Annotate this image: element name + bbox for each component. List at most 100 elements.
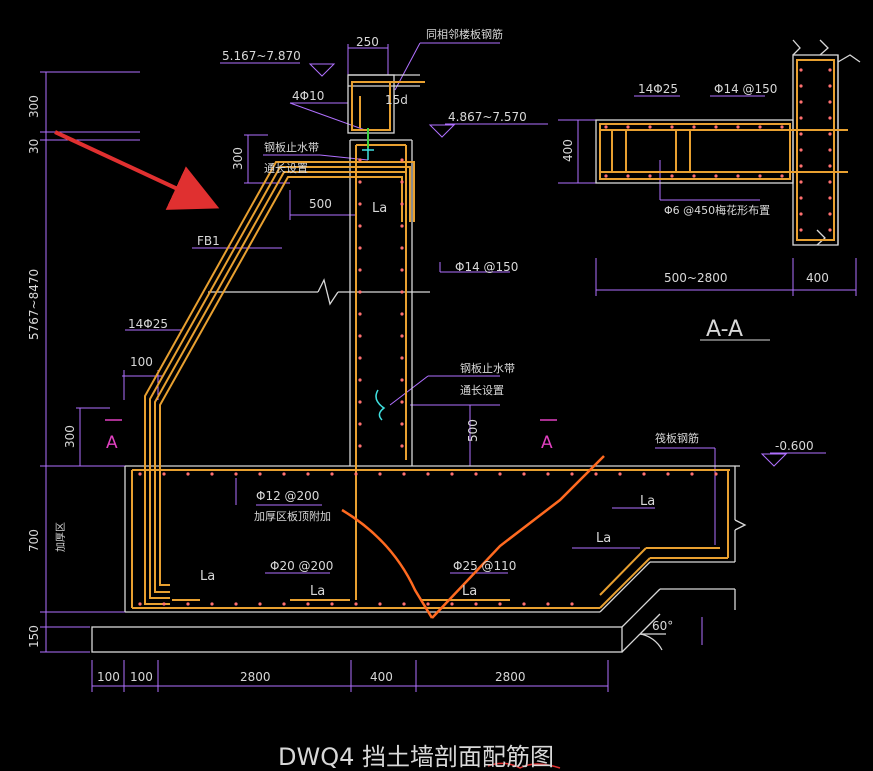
rebar-dot bbox=[642, 472, 646, 476]
waterstop bbox=[362, 140, 386, 421]
rebar-dot bbox=[400, 246, 404, 250]
text-layer: 同相邻楼板钢筋 5.167~7.870 250 4Φ10 15d 4.867~7… bbox=[27, 27, 829, 771]
rebar-dot bbox=[648, 125, 652, 129]
rebar-dot bbox=[714, 125, 718, 129]
rebar-dot bbox=[626, 125, 630, 129]
label-sec-a-left: A bbox=[106, 433, 118, 453]
rebar-dots bbox=[138, 68, 832, 606]
rebar-dot bbox=[400, 290, 404, 294]
rebar-dot bbox=[400, 268, 404, 272]
rebar-dot bbox=[799, 212, 803, 216]
rebar-dot bbox=[358, 400, 362, 404]
label-waterstop-note-2: 通长设置 bbox=[460, 384, 504, 397]
rebar-dot bbox=[690, 472, 694, 476]
label-la-b1: La bbox=[200, 569, 215, 584]
hdim-1: 100 bbox=[130, 670, 153, 684]
rebar-dot bbox=[626, 174, 630, 178]
vdim-300-3: 300 bbox=[63, 425, 77, 448]
rebar-dot bbox=[604, 174, 608, 178]
rebar-dot bbox=[670, 125, 674, 129]
rebar-dot bbox=[828, 148, 832, 152]
rebar-dot bbox=[828, 196, 832, 200]
section-dim-1: 400 bbox=[806, 271, 829, 285]
rebar-dot bbox=[426, 472, 430, 476]
vdim-700: 700 bbox=[27, 529, 41, 552]
rebar-dot bbox=[799, 228, 803, 232]
rebar-dot bbox=[378, 602, 382, 606]
rebar-dot bbox=[400, 378, 404, 382]
concrete-outline bbox=[91, 39, 861, 653]
vdim-150: 150 bbox=[27, 625, 41, 648]
label-la-b3: La bbox=[462, 584, 477, 599]
rebar-dot bbox=[330, 472, 334, 476]
rebar-dot bbox=[546, 472, 550, 476]
rebar-dot bbox=[358, 356, 362, 360]
hdim-0: 100 bbox=[97, 670, 120, 684]
rebar-dot bbox=[522, 472, 526, 476]
rebar-dot bbox=[828, 68, 832, 72]
rebar-dot bbox=[498, 602, 502, 606]
rebar-dot bbox=[400, 444, 404, 448]
rebar-dot bbox=[186, 602, 190, 606]
rebar-dot bbox=[400, 312, 404, 316]
rebar-dot bbox=[400, 334, 404, 338]
rebar-dot bbox=[234, 472, 238, 476]
rebar-dot bbox=[799, 180, 803, 184]
label-dim-500-top: 500 bbox=[309, 197, 332, 211]
rebar-dot bbox=[828, 132, 832, 136]
rebar-dot bbox=[400, 158, 404, 162]
elevation-markers bbox=[308, 63, 788, 467]
section-tie: Φ6 @450梅花形布置 bbox=[664, 203, 770, 217]
rebar-dot bbox=[378, 472, 382, 476]
rebar-dot bbox=[828, 100, 832, 104]
annotation-arrow bbox=[54, 130, 220, 210]
rebar-dot bbox=[306, 602, 310, 606]
rebar-dot bbox=[186, 472, 190, 476]
rebar-dot bbox=[234, 602, 238, 606]
rebar-dot bbox=[799, 164, 803, 168]
rebar-dot bbox=[400, 202, 404, 206]
section-height: 400 bbox=[561, 139, 575, 162]
rebar-dot bbox=[828, 180, 832, 184]
handwritten-strokes bbox=[341, 455, 605, 619]
label-dim-100: 100 bbox=[130, 355, 153, 369]
rebar-dot bbox=[358, 268, 362, 272]
rebar-dot bbox=[618, 472, 622, 476]
rebar-dot bbox=[306, 472, 310, 476]
rebar-dot bbox=[400, 180, 404, 184]
label-la-top: La bbox=[372, 201, 387, 216]
section-stirrup: Φ14 @150 bbox=[714, 82, 777, 96]
label-wall-bars: Φ14 @150 bbox=[455, 260, 518, 274]
rebar-dot bbox=[138, 602, 142, 606]
label-elev-raft: -0.600 bbox=[775, 439, 814, 453]
rebar-dot bbox=[666, 472, 670, 476]
rebar-dot bbox=[474, 602, 478, 606]
rebar-dot bbox=[258, 602, 262, 606]
rebar-dot bbox=[402, 472, 406, 476]
dimension-lines bbox=[40, 42, 857, 692]
rebar-dot bbox=[400, 400, 404, 404]
label-bot-bars-1: Φ20 @200 bbox=[270, 559, 333, 573]
rebar-dot bbox=[692, 125, 696, 129]
rebar-dot bbox=[426, 602, 430, 606]
hdim-3: 400 bbox=[370, 670, 393, 684]
drawing-title: DWQ4 挡土墙剖面配筋图 bbox=[278, 743, 554, 771]
rebar-dot bbox=[799, 68, 803, 72]
rebar-dot bbox=[402, 602, 406, 606]
vdim-side: 加厚区 bbox=[55, 522, 67, 552]
rebar-dot bbox=[828, 164, 832, 168]
rebar-dot bbox=[828, 228, 832, 232]
label-angle: 60° bbox=[652, 619, 673, 633]
rebar-dot bbox=[358, 180, 362, 184]
label-sec-a-right: A bbox=[541, 433, 553, 453]
title-underline-scribble bbox=[487, 762, 561, 769]
label-slab-note: 加厚区板顶附加 bbox=[254, 509, 331, 523]
label-dim-250: 250 bbox=[356, 35, 379, 49]
rebar-dot bbox=[758, 125, 762, 129]
rebar-dot bbox=[210, 472, 214, 476]
label-la-r2: La bbox=[596, 531, 611, 546]
label-lap-15d: 15d bbox=[385, 93, 408, 107]
rebar-dot bbox=[358, 378, 362, 382]
label-elev-mid: 4.867~7.570 bbox=[448, 110, 527, 124]
rebar-dot bbox=[594, 472, 598, 476]
